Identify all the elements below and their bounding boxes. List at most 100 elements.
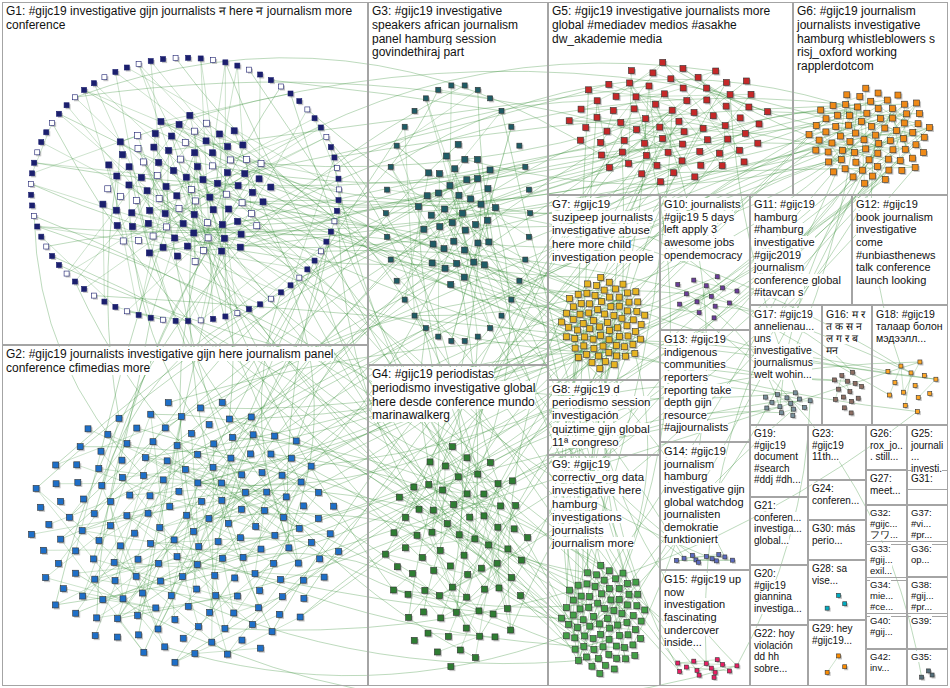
vertex-marker [259, 470, 265, 476]
vertex-marker [82, 286, 87, 291]
vertex-marker [147, 207, 153, 213]
vertex-marker [115, 616, 121, 622]
vertex-marker [332, 219, 337, 224]
vertex-marker [113, 304, 118, 309]
vertex-marker [117, 543, 123, 549]
vertex-marker [235, 63, 240, 68]
edge-curve [149, 253, 260, 304]
vertex-marker [258, 302, 263, 307]
vertex-marker [116, 415, 122, 421]
vertex-marker [112, 578, 118, 584]
vertex-marker [135, 612, 141, 618]
vertex-marker [105, 431, 111, 437]
vertex-marker [53, 481, 59, 487]
vertex-marker [187, 112, 193, 118]
vertex-marker [256, 176, 262, 182]
vertex-marker [180, 635, 186, 641]
vertex-marker [222, 625, 228, 631]
vertex-marker [157, 525, 163, 531]
vertex-marker [272, 433, 278, 439]
edge-curve [101, 153, 195, 452]
edge-curve [84, 90, 151, 318]
vertex-marker [184, 243, 190, 249]
vertex-marker [216, 131, 222, 137]
edge-curve [291, 94, 498, 528]
vertex-marker [161, 57, 166, 62]
edge-curve [271, 80, 502, 111]
vertex-marker [297, 614, 303, 620]
edge-curve [120, 71, 848, 142]
vertex-marker [133, 573, 139, 579]
edge-curve [99, 461, 167, 541]
vertex-marker [172, 235, 178, 241]
vertex-marker [238, 535, 244, 541]
vertex-marker [146, 250, 152, 256]
vertex-marker [242, 489, 248, 495]
vertex-marker [281, 514, 287, 520]
vertex-marker [29, 182, 34, 187]
vertex-marker [166, 147, 172, 153]
vertex-marker [144, 188, 150, 194]
vertex-marker [162, 644, 168, 650]
vertex-marker [331, 503, 337, 509]
vertex-marker [73, 279, 78, 284]
vertex-marker [198, 405, 204, 411]
vertex-marker [124, 441, 130, 447]
edge-curve [36, 488, 165, 646]
vertex-marker [73, 95, 78, 100]
vertex-marker [44, 244, 49, 249]
vertex-marker [114, 222, 120, 228]
vertex-marker [162, 211, 168, 217]
vertex-marker [136, 61, 141, 66]
vertex-marker [106, 162, 112, 168]
vertex-marker [246, 307, 251, 312]
vertex-marker [138, 174, 144, 180]
vertex-marker [186, 319, 191, 324]
vertex-marker [156, 159, 162, 165]
edge-curve [59, 114, 618, 328]
edge-curve [67, 105, 167, 227]
vertex-marker [169, 133, 175, 139]
edge-curve [474, 262, 594, 320]
vertex-marker [32, 160, 37, 165]
vertex-marker [228, 455, 234, 461]
vertex-marker [248, 414, 254, 420]
vertex-marker [198, 56, 203, 61]
edge-curve [144, 261, 315, 653]
vertex-marker [98, 448, 104, 454]
edge-curve [118, 170, 889, 619]
vertex-marker [46, 521, 52, 527]
edge-curve [456, 114, 906, 613]
vertex-marker [207, 609, 213, 615]
vertex-marker [305, 107, 310, 112]
edge-curve [427, 196, 511, 300]
vertex-marker [91, 511, 97, 517]
vertex-marker [224, 191, 230, 197]
vertex-marker [134, 197, 140, 203]
edge-curve [114, 562, 598, 663]
vertex-marker [129, 210, 135, 216]
vertex-marker [192, 651, 198, 657]
vertex-marker [268, 296, 273, 301]
vertex-marker [136, 312, 141, 317]
vertex-marker [188, 186, 194, 192]
vertex-marker [141, 472, 147, 478]
vertex-marker [96, 538, 102, 544]
vertex-marker [152, 131, 158, 137]
vertex-marker [315, 515, 321, 521]
edge-curve [905, 373, 911, 405]
vertex-marker [240, 554, 246, 560]
vertex-marker [105, 186, 111, 192]
vertex-marker [73, 610, 79, 616]
vertex-marker [253, 523, 259, 529]
vertex-marker [43, 575, 49, 581]
edge-curve [663, 62, 744, 162]
edge-curve [585, 587, 595, 636]
vertex-marker [135, 133, 141, 139]
vertex-marker [220, 555, 226, 561]
vertex-marker [139, 590, 145, 596]
edge-curve [31, 184, 167, 227]
vertex-marker [223, 60, 228, 65]
vertex-marker [224, 651, 230, 657]
vertex-marker [199, 498, 205, 504]
